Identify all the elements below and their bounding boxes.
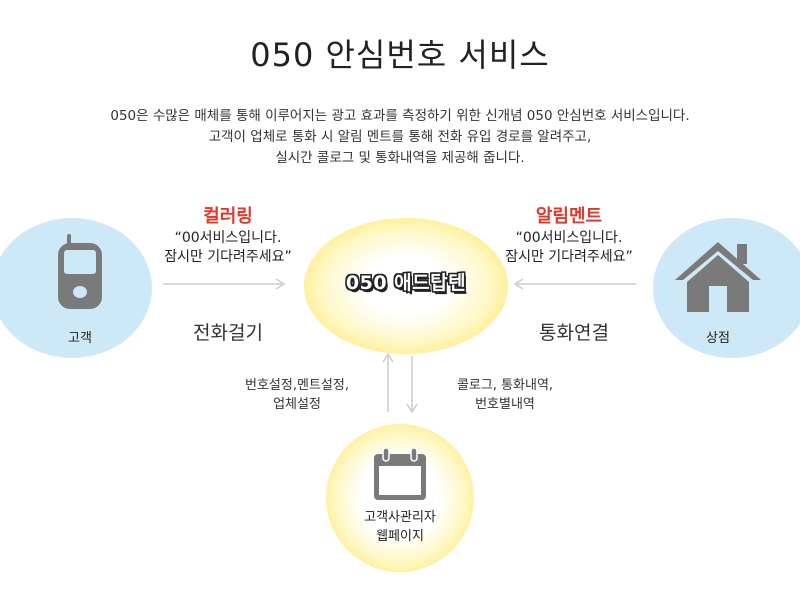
store-label: 상점: [706, 331, 730, 346]
admin-up-text: 번호설정,멘트설정, 업체설정: [222, 376, 372, 414]
right-quote-line-2: 잠시만 기다려주세요”: [505, 249, 633, 265]
mobile-phone-icon: [58, 234, 102, 309]
admin-down-line-2: 번호별내역: [475, 397, 535, 412]
customer-label: 고객: [68, 331, 92, 346]
left-quote-line-1: “00서비스입니다.: [174, 230, 282, 246]
arrow-center-to-admin: [406, 356, 418, 414]
house-icon: [675, 242, 761, 312]
admin-up-line-1: 번호설정,멘트설정,: [245, 378, 349, 393]
admin-label-line-1: 고객사관리자: [364, 510, 436, 525]
admin-down-line-1: 콜로그, 통화내역,: [456, 378, 554, 393]
right-flow-title: 알림멘트: [535, 206, 603, 227]
arrow-admin-to-center: [382, 352, 394, 412]
arrow-store-to-center: [513, 278, 636, 290]
intro-line-1: 050은 수많은 매체를 통해 이루어지는 광고 효과를 측정하기 위한 신개념…: [110, 108, 690, 124]
right-flow-quote: “00서비스입니다. 잠시만 기다려주세요”: [489, 229, 649, 267]
intro-line-2: 고객이 업체로 통화 시 알림 멘트를 통해 전화 유입 경로를 알려주고,: [208, 129, 592, 145]
page-title: 050 안심번호 서비스: [250, 36, 550, 74]
left-quote-line-2: 잠시만 기다려주세요”: [164, 249, 292, 265]
center-label: 050 애드탑텐: [345, 272, 467, 294]
right-quote-line-1: “00서비스입니다.: [515, 230, 623, 246]
arrow-customer-to-center: [163, 278, 286, 290]
left-flow-quote: “00서비스입니다. 잠시만 기다려주세요”: [148, 229, 308, 267]
intro-text: 050은 수많은 매체를 통해 이루어지는 광고 효과를 측정하기 위한 신개념…: [0, 106, 800, 169]
admin-down-text: 콜로그, 통화내역, 번호별내역: [430, 376, 580, 414]
left-flow-title: 컬러링: [203, 206, 253, 227]
center-node: [304, 218, 508, 354]
admin-label-line-2: 웹페이지: [376, 529, 424, 544]
left-flow-action: 전화걸기: [193, 322, 263, 344]
right-flow-action: 통화연결: [539, 322, 609, 344]
calendar-icon: [374, 448, 426, 500]
intro-line-3: 실시간 콜로그 및 통화내역을 제공해 줍니다.: [275, 150, 525, 166]
admin-label: 고객사관리자 웹페이지: [330, 508, 470, 546]
admin-up-line-2: 업체설정: [273, 397, 321, 412]
